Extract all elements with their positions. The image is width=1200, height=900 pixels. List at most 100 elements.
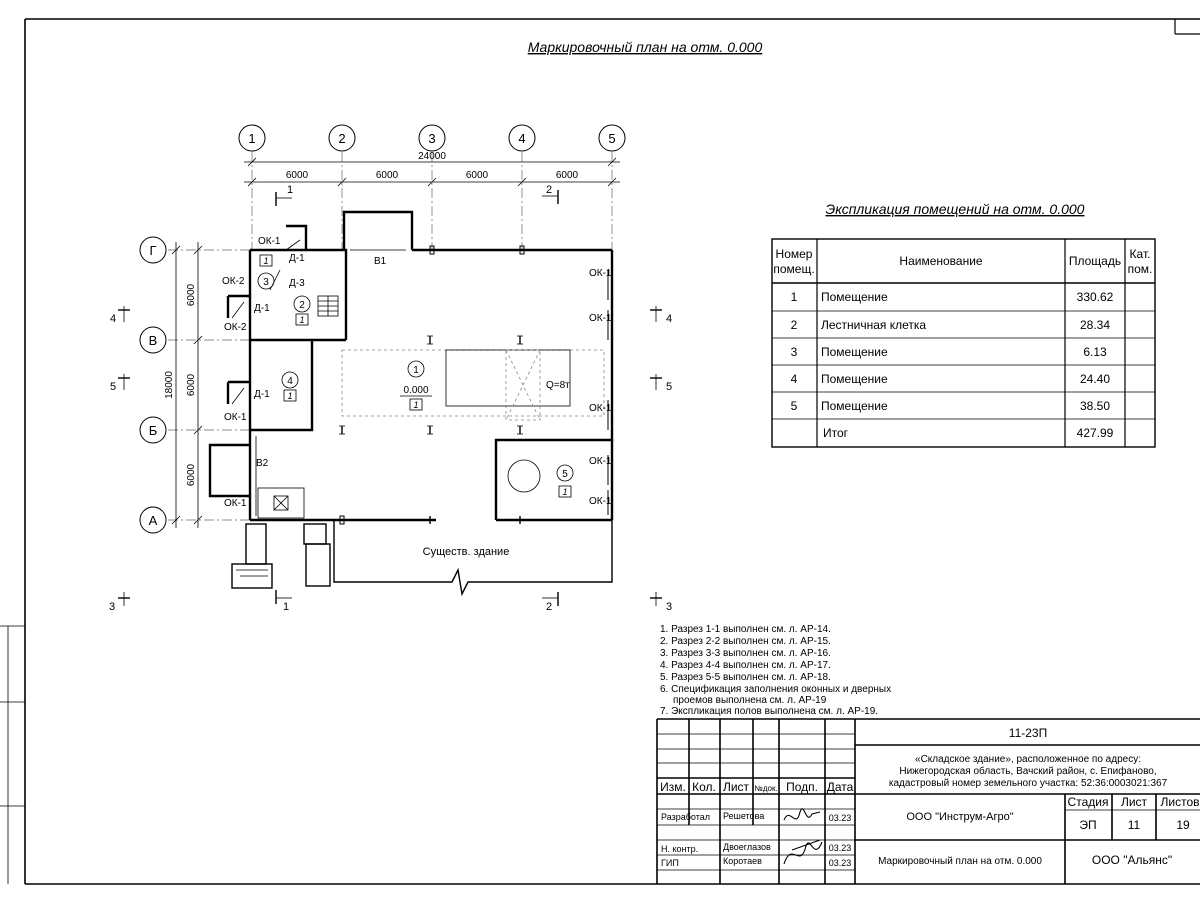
row-name: Лестничная клетка (821, 318, 926, 332)
window-label-ok2: ОК-2 (224, 322, 247, 333)
room-tag: 1 (263, 256, 268, 266)
dim-span: 6000 (556, 170, 579, 181)
column-axis-markers: 1 2 3 4 5 (238, 124, 626, 152)
window-label-ok1: ОК-1 (589, 496, 612, 507)
section-label: 5 (666, 381, 672, 393)
dim-span: 6000 (466, 170, 489, 181)
company-name: ООО "Альянс" (1092, 853, 1172, 867)
row-name: Помещение (821, 345, 888, 359)
window-label-ok1: ОК-1 (589, 403, 612, 414)
room-number: 4 (287, 376, 293, 387)
col-list: Лист (723, 780, 750, 794)
row-area: 6.13 (1083, 345, 1107, 359)
role-norm-control: Н. контр. (661, 844, 698, 854)
row-area: 28.34 (1080, 318, 1110, 332)
dim-span: 6000 (186, 373, 197, 396)
plan-labels: ОК-1 ОК-2 ОК-2 ОК-1 ОК-1 ОК-1 ОК-1 ОК-1 … (222, 236, 612, 558)
room-tag: 1 (299, 315, 304, 325)
note-line: 3. Разрез 3-3 выполнен см. л. АР-16. (660, 648, 831, 659)
project-desc: кадастровый номер земельного участка: 52… (889, 778, 1168, 789)
room-tag: 1 (287, 391, 292, 401)
floor-plan (208, 210, 614, 597)
dim-span: 6000 (286, 170, 309, 181)
col-stage: Стадия (1068, 795, 1109, 809)
date-chief-engineer: 03.23 (829, 858, 852, 868)
name-norm-control: Двоеглазов (723, 842, 771, 852)
stage-value: ЭП (1079, 818, 1096, 832)
dim-span: 6000 (376, 170, 399, 181)
window-label-ok1: ОК-1 (258, 236, 281, 247)
axis-label-row: В (149, 333, 158, 348)
window-label-ok1: ОК-1 (589, 456, 612, 467)
row-number: 2 (791, 318, 798, 332)
room-number: 2 (299, 300, 305, 311)
project-code: 11-23П (1009, 726, 1047, 740)
room-tag: 1 (562, 487, 567, 497)
row-number: 1 (791, 290, 798, 304)
name-chief-engineer: Коротаев (723, 856, 762, 866)
row-number: 5 (791, 399, 798, 413)
section-label: 2 (546, 601, 552, 613)
note-line: 6. Спецификация заполнения оконных и две… (660, 683, 891, 695)
role-developer: Разработал (661, 812, 710, 822)
row-area: 38.50 (1080, 399, 1110, 413)
col-kol: Кол. (692, 780, 716, 794)
elevation-mark: 0.000 (403, 385, 428, 396)
existing-building-label: Существ. здание (423, 546, 510, 558)
plan-title: Маркировочный план на отм. 0.000 (528, 39, 763, 55)
row-number: 4 (791, 372, 798, 386)
signature-norm-control (783, 839, 823, 865)
room-number: 3 (263, 277, 269, 288)
col-sheets: Листов (1161, 795, 1200, 809)
sheet-frame (0, 18, 1200, 885)
row-name: Помещение (821, 399, 888, 413)
row-number: 3 (791, 345, 798, 359)
organization: ООО "Инструм-Агро" (906, 811, 1013, 823)
header-number: Номер (776, 247, 813, 261)
col-data: Дата (827, 780, 854, 794)
notes: 1. Разрез 1-1 выполнен см. л. АР-14. 2. … (660, 624, 891, 717)
window-label-ok1: ОК-1 (224, 498, 247, 509)
row-area: 24.40 (1080, 372, 1110, 386)
note-line: 4. Разрез 4-4 выполнен см. л. АР-17. (660, 660, 831, 671)
room-number: 5 (562, 469, 568, 480)
window-label-ok1: ОК-1 (589, 268, 612, 279)
section-label: 4 (666, 313, 672, 325)
col-podp: Подп. (786, 780, 818, 794)
date-developer: 03.23 (829, 813, 852, 823)
sheet-value: 11 (1128, 818, 1141, 832)
section-label: 3 (666, 601, 672, 613)
horizontal-dimensions: 24000 6000 6000 6000 6000 (244, 151, 620, 187)
row-name: Помещение (821, 372, 888, 386)
sheets-value: 19 (1176, 818, 1190, 832)
window-label-ok1: ОК-1 (589, 313, 612, 324)
row-axis-markers: Г В Б А (139, 236, 167, 534)
col-izm: Изм. (660, 780, 686, 794)
total-label: Итог (823, 426, 849, 440)
axis-label-col: 1 (248, 131, 255, 146)
axis-label-row: А (149, 513, 158, 528)
axis-label-col: 3 (428, 131, 435, 146)
window-label-ok2: ОК-2 (222, 276, 245, 287)
total-area: 427.99 (1077, 426, 1114, 440)
axis-label-row: Б (149, 423, 158, 438)
door-label-d1: Д-1 (254, 303, 270, 314)
section-label: 1 (287, 184, 293, 196)
window-label-ok1: ОК-1 (224, 412, 247, 423)
axis-label-row: Г (149, 243, 156, 258)
crane-capacity: Q=8т (546, 380, 570, 391)
col-sheet: Лист (1121, 795, 1148, 809)
header-area: Площадь (1069, 254, 1121, 268)
note-line: 1. Разрез 1-1 выполнен см. л. АР-14. (660, 624, 831, 635)
row-name: Помещение (821, 290, 888, 304)
sheet-title: Маркировочный план на отм. 0.000 (878, 856, 1042, 867)
vertical-dimensions: 18000 6000 6000 6000 (164, 242, 203, 528)
dim-span: 6000 (186, 463, 197, 486)
axis-label-col: 5 (608, 131, 615, 146)
section-label: 1 (283, 601, 289, 613)
header-category: пом. (1128, 262, 1153, 276)
door-label-d3: Д-3 (289, 278, 305, 289)
section-label: 2 (546, 184, 552, 196)
date-norm-control: 03.23 (829, 843, 852, 853)
